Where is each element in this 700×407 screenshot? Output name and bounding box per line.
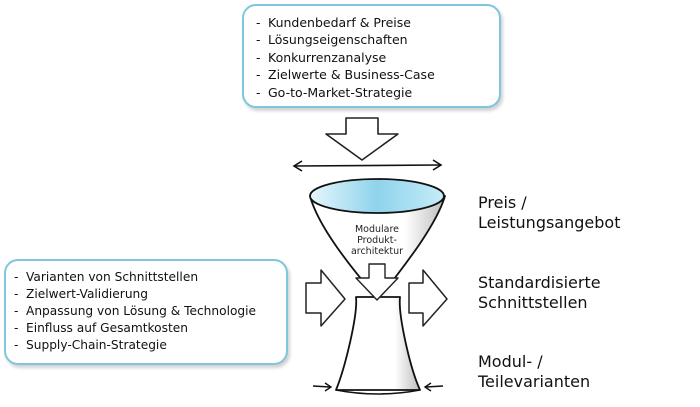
list-item: -Zielwerte & Business-Case — [256, 67, 435, 83]
list-item: -Anpassung von Lösung & Technologie — [14, 304, 257, 318]
bottom-in-arrows-icon — [312, 382, 444, 392]
list-item: -Zielwert-Validierung — [14, 287, 149, 301]
label-module-variants: Modul- / Teilevarianten — [478, 352, 591, 391]
module-down-arrow-icon — [355, 263, 399, 301]
label-price-offering: Preis / Leistungsangebot — [478, 193, 621, 232]
list-item: -Lösungseigenschaften — [256, 32, 408, 48]
down-arrow-icon — [325, 117, 399, 161]
right-out-arrow-icon — [408, 269, 448, 327]
list-item: -Kundenbedarf & Preise — [256, 15, 411, 30]
list-item: -Varianten von Schnittstellen — [14, 270, 199, 284]
width-double-arrow-icon — [292, 159, 443, 172]
label-standard-interfaces: Standardisierte Schnittstellen — [478, 273, 601, 312]
list-item: -Go-to-Market-Strategie — [256, 84, 413, 100]
left-in-arrow-icon — [305, 269, 346, 327]
top-requirements-box: -Kundenbedarf & Preise -Lösungseigenscha… — [242, 4, 501, 108]
funnel-upper — [309, 178, 446, 293]
funnel-label: Modulare Produkt- architektur — [350, 224, 404, 257]
list-item: -Einfluss auf Gesamtkosten — [14, 321, 188, 335]
list-item: -Konkurrenzanalyse — [256, 49, 387, 65]
left-interfaces-box: -Varianten von Schnittstellen -Zielwert-… — [4, 259, 288, 365]
list-item: -Supply-Chain-Strategie — [14, 338, 167, 352]
funnel-lower — [335, 296, 421, 395]
